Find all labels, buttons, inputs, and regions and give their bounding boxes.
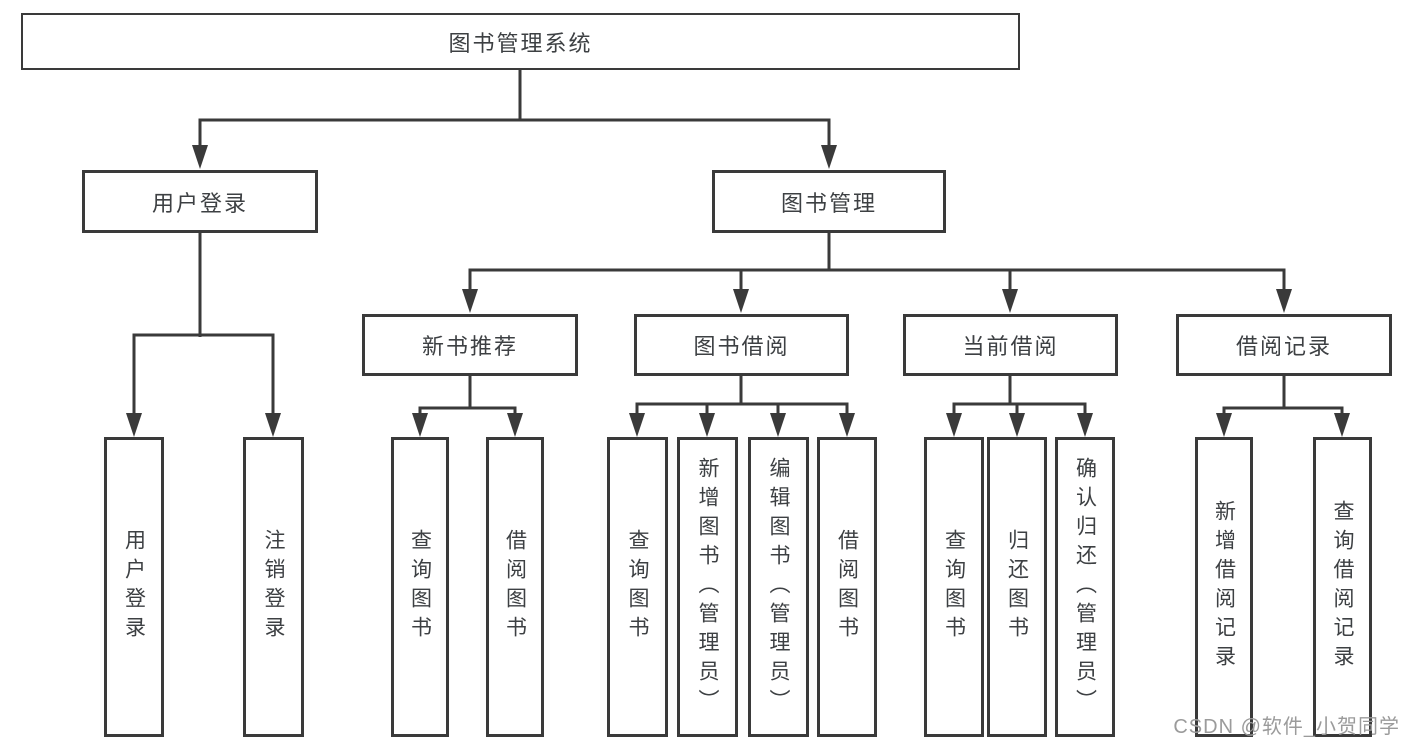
arrowhead-icon xyxy=(839,413,855,437)
edge-newbook-bar xyxy=(418,406,517,414)
leaf-borrow-books-recommend-label: 借阅图书 xyxy=(503,529,527,645)
node-root: 图书管理系统 xyxy=(21,13,1020,70)
edge-records-bar xyxy=(1222,406,1344,414)
node-new-book-recommend-label: 新书推荐 xyxy=(421,334,518,359)
node-current-borrow: 当前借阅 xyxy=(903,314,1118,376)
leaf-return-books: 归还图书 xyxy=(987,437,1047,737)
edge-userlogin-bar xyxy=(132,333,275,414)
arrowhead-icon xyxy=(1077,413,1093,437)
edge-bookmgmt-bar xyxy=(468,268,1286,291)
node-current-borrow-label: 当前借阅 xyxy=(962,334,1059,359)
leaf-add-book-admin-label: 新增图书（管理员） xyxy=(696,456,720,718)
leaf-query-books-current: 查询图书 xyxy=(924,437,984,737)
leaf-confirm-return-admin: 确认归还（管理员） xyxy=(1055,437,1115,737)
watermark: CSDN @软件_小贺同学 xyxy=(1173,716,1400,738)
leaf-add-borrow-record-label: 新增借阅记录 xyxy=(1212,500,1236,674)
arrowhead-icon xyxy=(770,413,786,437)
arrowhead-icon xyxy=(507,413,523,437)
node-book-borrow-label: 图书借阅 xyxy=(693,334,790,359)
leaf-borrow-books: 借阅图书 xyxy=(817,437,877,737)
node-borrow-records: 借阅记录 xyxy=(1176,314,1392,376)
node-new-book-recommend: 新书推荐 xyxy=(362,314,578,376)
arrowhead-icon xyxy=(126,413,142,437)
leaf-edit-book-admin-label: 编辑图书（管理员） xyxy=(767,456,791,718)
arrowhead-icon xyxy=(462,289,478,313)
node-user-login: 用户登录 xyxy=(82,170,318,233)
arrowhead-icon xyxy=(821,145,837,169)
leaf-return-books-label: 归还图书 xyxy=(1005,529,1029,645)
leaf-query-borrow-record: 查询借阅记录 xyxy=(1313,437,1372,737)
arrowhead-icon xyxy=(412,413,428,437)
leaf-user-login-label: 用户登录 xyxy=(122,529,146,645)
leaf-query-borrow-record-label: 查询借阅记录 xyxy=(1331,500,1355,674)
leaf-query-books-recommend-label: 查询图书 xyxy=(408,529,432,645)
node-user-login-label: 用户登录 xyxy=(151,190,248,216)
arrowhead-icon xyxy=(1276,289,1292,313)
arrowhead-icon xyxy=(946,413,962,437)
edge-borrow-bar xyxy=(635,402,849,414)
leaf-user-login: 用户登录 xyxy=(104,437,164,737)
arrowhead-icon xyxy=(699,413,715,437)
edge-current-bar xyxy=(952,402,1087,414)
leaf-borrow-books-label: 借阅图书 xyxy=(835,529,859,645)
arrowhead-icon xyxy=(1009,413,1025,437)
leaf-borrow-books-recommend: 借阅图书 xyxy=(486,437,544,737)
arrowhead-icon xyxy=(733,289,749,313)
arrowhead-icon xyxy=(1216,413,1232,437)
arrowhead-icon xyxy=(1002,289,1018,313)
leaf-edit-book-admin: 编辑图书（管理员） xyxy=(748,437,809,737)
leaf-query-books-recommend: 查询图书 xyxy=(391,437,449,737)
arrowhead-icon xyxy=(192,145,208,169)
node-book-management-label: 图书管理 xyxy=(780,190,877,216)
leaf-query-books-borrow: 查询图书 xyxy=(607,437,668,737)
node-borrow-records-label: 借阅记录 xyxy=(1235,334,1332,359)
leaf-logout: 注销登录 xyxy=(243,437,304,737)
node-book-borrow: 图书借阅 xyxy=(634,314,849,376)
leaf-query-books-current-label: 查询图书 xyxy=(942,529,966,645)
leaf-confirm-return-admin-label: 确认归还（管理员） xyxy=(1073,456,1097,718)
leaf-query-books-borrow-label: 查询图书 xyxy=(626,529,650,645)
arrowhead-icon xyxy=(265,413,281,437)
arrowhead-icon xyxy=(1334,413,1350,437)
leaf-add-borrow-record: 新增借阅记录 xyxy=(1195,437,1253,737)
node-book-management: 图书管理 xyxy=(712,170,946,233)
arrowhead-icon xyxy=(629,413,645,437)
edge-root-bar xyxy=(198,118,831,146)
node-root-label: 图书管理系统 xyxy=(448,30,593,56)
leaf-logout-label: 注销登录 xyxy=(262,529,286,645)
leaf-add-book-admin: 新增图书（管理员） xyxy=(677,437,738,737)
